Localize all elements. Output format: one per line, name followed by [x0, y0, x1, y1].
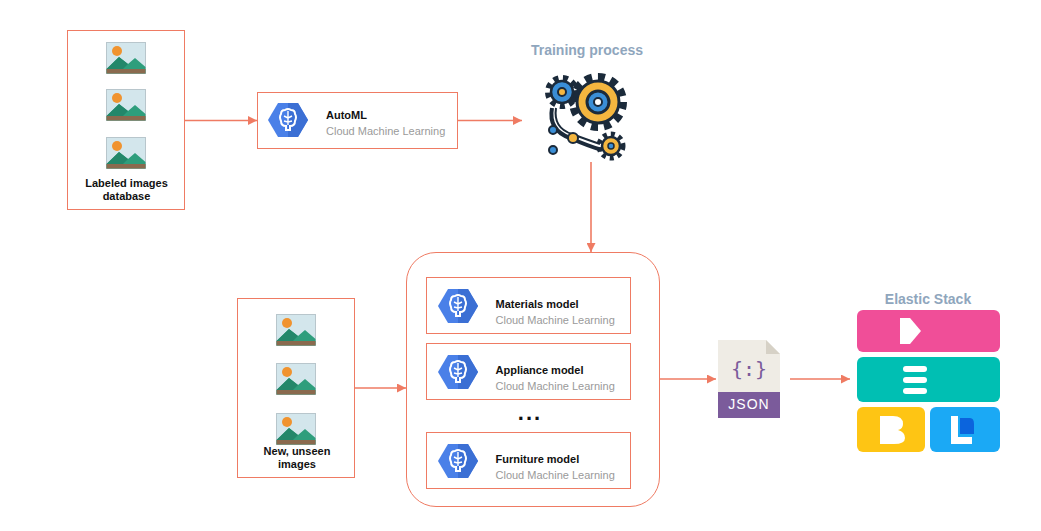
flow-arrow	[660, 378, 716, 380]
image-icon	[107, 43, 146, 74]
flow-arrow	[590, 162, 592, 252]
model-box: Appliance modelCloud Machine Learning	[426, 343, 631, 400]
node-title: Furniture model	[496, 453, 580, 466]
service-box: AutoML Cloud Machine Learning	[257, 92, 458, 149]
node-title: AutoML	[326, 109, 367, 122]
node-title: Materials model	[496, 298, 579, 311]
image-icon	[107, 90, 146, 121]
node-subtitle: JSON	[716, 396, 782, 412]
node-title: Appliance model	[496, 364, 584, 377]
node-title: {:}	[716, 358, 782, 380]
flow-arrow	[458, 120, 522, 122]
node-subtitle: Cloud Machine Learning	[496, 469, 615, 482]
image-icon	[277, 364, 316, 395]
stack-node: Elastic Stack	[850, 288, 1014, 454]
process-icon-node: Training process	[522, 38, 660, 162]
flow-arrow	[185, 120, 257, 122]
elastic-logo	[857, 310, 1000, 452]
ai-icon	[438, 355, 478, 389]
node-title: Labeled images database	[76, 177, 177, 203]
node-subtitle: Cloud Machine Learning	[496, 380, 615, 393]
image-icon	[277, 414, 316, 445]
model-group: Materials modelCloud Machine LearningApp…	[406, 252, 660, 507]
ellipsis: ...	[505, 400, 555, 426]
node-subtitle: Cloud Machine Learning	[326, 125, 445, 138]
node-title: New, unseen images	[247, 445, 347, 471]
image-set-box: New, unseen images	[237, 298, 355, 478]
image-icon	[107, 138, 146, 169]
node-subtitle: Cloud Machine Learning	[496, 314, 615, 327]
gears-icon	[548, 77, 623, 158]
node-title: Elastic Stack	[850, 291, 1006, 308]
model-box: Materials modelCloud Machine Learning	[426, 277, 631, 334]
ai-icon	[438, 444, 478, 478]
flow-arrow	[355, 387, 406, 389]
json-node: {:} JSON	[716, 338, 790, 420]
ai-icon	[268, 103, 308, 137]
ai-icon	[438, 289, 478, 323]
model-box: Furniture modelCloud Machine Learning	[426, 432, 631, 489]
node-title: Training process	[522, 42, 652, 59]
flow-arrow	[790, 378, 850, 380]
image-set-box: Labeled images database	[67, 30, 185, 210]
image-icon	[277, 315, 316, 346]
